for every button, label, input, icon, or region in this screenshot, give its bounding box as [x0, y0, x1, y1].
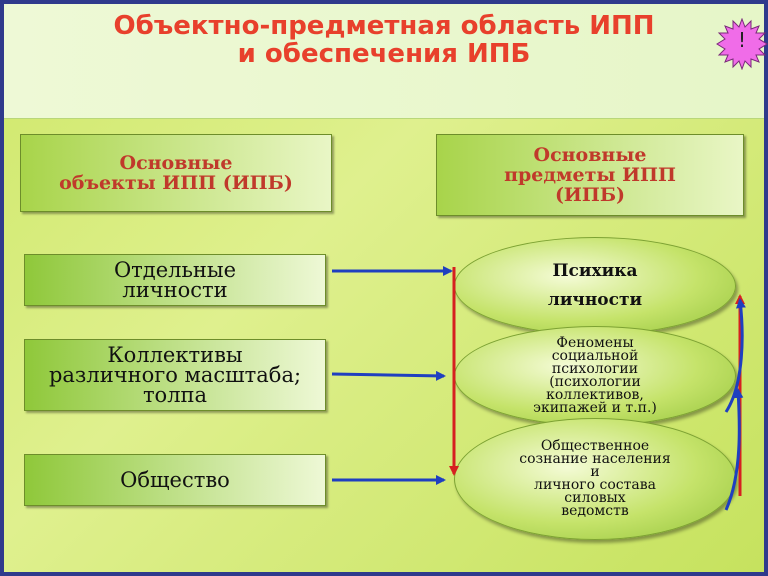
subjects-header-line-3: (ИПБ) — [554, 184, 626, 206]
title-line-2: и обеспечения ИПБ — [237, 39, 531, 69]
object-collectives-line-3: толпа — [142, 383, 208, 407]
subjects-header-line-2: предметы ИПП — [504, 164, 676, 186]
subject-social-line-1: Феномены — [556, 335, 634, 351]
objects-header: Основные объекты ИПП (ИПБ) — [20, 134, 332, 212]
subject-public-line-5: силовых — [564, 490, 626, 506]
starburst-badge-icon[interactable] — [716, 18, 768, 70]
subject-social-line-2: социальной — [551, 348, 639, 364]
badge-label: ! — [737, 28, 747, 52]
object-society: Общество — [24, 454, 326, 506]
subject-psyche-line-2: личности — [547, 290, 643, 310]
subject-social-line-6: экипажей и т.п.) — [533, 400, 657, 416]
objects-header-line-2: объекты ИПП (ИПБ) — [59, 172, 293, 194]
subject-social-line-5: коллективов, — [546, 387, 644, 403]
slide: Объектно-предметная область ИПП и обеспе… — [4, 4, 768, 572]
object-individuals: Отдельные личности — [24, 254, 326, 306]
arrow-collectives-to-social — [331, 370, 446, 381]
objects-header-line-1: Основные — [119, 152, 233, 174]
subject-social-line-3: психологии — [551, 361, 639, 377]
object-society-line-1: Общество — [120, 468, 230, 492]
subjects-header-line-1: Основные — [533, 144, 647, 166]
object-collectives: Коллективы различного масштаба; толпа — [24, 339, 326, 411]
object-individuals-line-2: личности — [122, 278, 228, 302]
object-individuals-line-1: Отдельные — [113, 258, 237, 282]
right-blue-connector-lower — [724, 388, 744, 511]
subject-public-line-4: личного состава — [534, 477, 656, 493]
object-collectives-line-2: различного масштаба; — [48, 363, 302, 387]
subject-public-line-1: Общественное — [540, 438, 650, 454]
subject-public-line-6: ведомств — [561, 503, 629, 519]
page-title: Объектно-предметная область ИПП и обеспе… — [64, 12, 704, 68]
subject-public-line-3: и — [590, 464, 600, 480]
subject-public-line-2: сознание населения — [519, 451, 671, 467]
right-blue-connector-upper — [724, 298, 746, 413]
connector-arrows — [331, 266, 746, 511]
subject-psyche-line-1: Психика — [552, 261, 638, 281]
title-line-1: Объектно-предметная область ИПП — [113, 11, 655, 41]
title-bar: Объектно-предметная область ИПП и обеспе… — [4, 4, 764, 119]
subject-social-psychology: Феномены социальной психологии (психолог… — [454, 326, 736, 426]
object-collectives-line-1: Коллективы — [107, 343, 243, 367]
subject-social-line-4: (психологии — [549, 374, 641, 390]
subject-public-consciousness: Общественное сознание населения и личног… — [454, 418, 736, 540]
subjects-header: Основные предметы ИПП (ИПБ) — [436, 134, 744, 216]
